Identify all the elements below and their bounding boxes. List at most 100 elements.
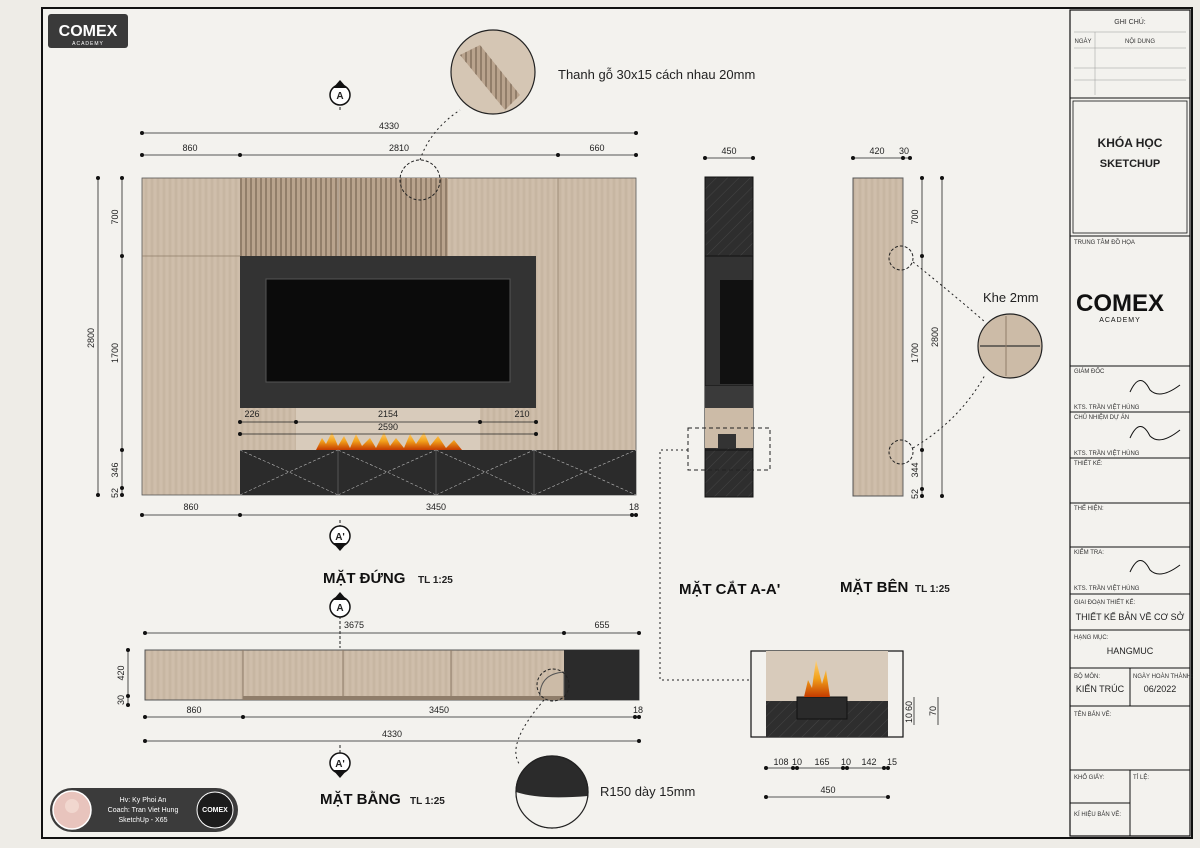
comex-logo-top: COMEX ACADEMY <box>48 14 128 48</box>
front-dimensions: 4330 860 2810 660 700 1700 346 52 2800 2… <box>86 121 639 517</box>
plan-marker-a-prime-label: A' <box>335 759 345 770</box>
dim-detail-165: 165 <box>814 757 829 767</box>
dim-front-top-total: 4330 <box>379 121 399 131</box>
plan-view <box>144 649 640 766</box>
plan-dimensions: 3675 655 420 30 860 3450 18 4330 <box>116 620 643 743</box>
side-elevation-scale: TL 1:25 <box>915 584 950 595</box>
dim-plan-655: 655 <box>594 620 609 630</box>
dim-front-226: 226 <box>244 409 259 419</box>
dim-side-344: 344 <box>910 462 920 477</box>
tb-hang-muc-value: HANGMUC <box>1107 646 1154 656</box>
dim-plan-18: 18 <box>633 705 643 715</box>
tb-bo-mon-value: KIẾN TRÚC <box>1076 684 1125 694</box>
signature-3 <box>1129 560 1181 575</box>
tb-kho-giay: KHỔ GIẤY: <box>1074 774 1105 781</box>
plan-title: MẶT BẰNG <box>320 790 401 808</box>
dim-front-left-1700: 1700 <box>110 343 120 363</box>
student-coach: Coach: Tran Viet Hung <box>108 807 179 814</box>
dim-side-52: 52 <box>910 489 920 499</box>
tb-logo-brand: COMEX <box>1076 290 1164 317</box>
dim-front-top-left: 860 <box>182 143 197 153</box>
tb-giai-doan-value: THIẾT KẾ BẢN VẼ CƠ SỞ <box>1076 611 1185 622</box>
dim-plan-30: 30 <box>116 695 126 705</box>
dim-front-bot-18: 18 <box>629 502 639 512</box>
tb-ngay-ht-value: 06/2022 <box>1144 684 1177 694</box>
tb-thiet-ke: THIẾT KẾ: <box>1074 460 1103 467</box>
logo-brand-text: COMEX <box>59 23 118 40</box>
tv-screen <box>265 278 511 383</box>
dim-plan-420: 420 <box>116 665 126 680</box>
dim-front-left-346: 346 <box>110 462 120 477</box>
slat-detail-callout: Thanh gỗ 30x15 cách nhau 20mm <box>399 29 755 201</box>
note-gap: Khe 2mm <box>983 290 1039 305</box>
dim-front-top-mid: 2810 <box>389 143 409 153</box>
dim-detail-15: 15 <box>887 757 897 767</box>
dim-front-2590: 2590 <box>378 422 398 432</box>
student-class: SketchUp - X65 <box>118 817 167 824</box>
logo-sub-text: ACADEMY <box>72 41 104 47</box>
section-marker-bottom-front: A' <box>329 520 351 551</box>
dim-plan-3450: 3450 <box>429 705 449 715</box>
dim-front-left-700: 700 <box>110 209 120 224</box>
title-block: GHI CHÚ: NGÀY NỘI DUNG KHÓA HỌC SKETCHUP… <box>1069 9 1193 837</box>
tb-ti-le: TỈ LỆ: <box>1133 773 1149 781</box>
tb-kts-2: KTS. TRẦN VIỆT HÙNG <box>1074 449 1140 457</box>
section-marker-top-plan: A <box>329 592 351 648</box>
dim-front-left-52: 52 <box>110 488 120 498</box>
dim-detail-70: 70 <box>928 706 938 716</box>
section-view <box>687 176 771 498</box>
section-marker-a-label: A <box>336 91 343 102</box>
dim-detail-10a: 10 <box>792 757 802 767</box>
side-elevation-title: MẶT BÊN <box>840 578 908 596</box>
tb-logo-sub: ACADEMY <box>1099 317 1141 324</box>
tb-ten-ban-ve: TÊN BẢN VẼ: <box>1074 710 1112 718</box>
signature-2 <box>1129 426 1181 441</box>
tb-hang-muc: HẠNG MỤC: <box>1074 635 1109 641</box>
tb-kts-3: KTS. TRẦN VIỆT HÙNG <box>1074 584 1140 592</box>
dim-front-bot-860: 860 <box>183 502 198 512</box>
dim-plan-3675: 3675 <box>344 620 364 630</box>
plan-marker-a-label: A <box>336 603 343 614</box>
dim-front-top-right: 660 <box>589 143 604 153</box>
dim-detail-142: 142 <box>861 757 876 767</box>
cabinet-base <box>240 450 636 495</box>
front-elevation <box>141 177 637 496</box>
dim-detail-108: 108 <box>773 757 788 767</box>
tb-chu-nhiem: CHỦ NHIỆM DỰ ÁN <box>1074 413 1129 421</box>
dim-side-30: 30 <box>899 146 909 156</box>
tb-ngay: NGÀY <box>1074 38 1091 45</box>
dim-front-bot-3450: 3450 <box>426 502 446 512</box>
student-name: Hv: Ky Phoi An <box>120 797 167 804</box>
plan-scale: TL 1:25 <box>410 796 445 807</box>
tb-noi-dung: NỘI DUNG <box>1125 38 1155 45</box>
section-title: MẶT CẮT A-A' <box>679 580 780 598</box>
tb-course-1: KHÓA HỌC <box>1098 135 1163 150</box>
tb-giam-doc: GIÁM ĐỐC <box>1074 368 1105 375</box>
tb-ghi-chu: GHI CHÚ: <box>1114 17 1146 26</box>
section-dimensions: 450 <box>703 146 755 160</box>
dim-side-700: 700 <box>910 209 920 224</box>
tb-kiem-tra: KIỂM TRA: <box>1074 549 1104 556</box>
section-marker-bottom-plan: A' <box>329 745 351 778</box>
tb-trung-tam: TRUNG TÂM ĐỒ HỌA <box>1074 239 1135 246</box>
student-badge: Hv: Ky Phoi An Coach: Tran Viet Hung Ske… <box>50 788 238 832</box>
tb-giai-doan: GIAI ĐOẠN THIẾT KẾ: <box>1074 599 1135 606</box>
tb-the-hien: THỂ HIỆN: <box>1074 504 1104 512</box>
tb-bo-mon: BỘ MÔN: <box>1074 673 1100 680</box>
section-marker-top-front: A <box>329 80 351 110</box>
dim-plan-total: 4330 <box>382 729 402 739</box>
front-elevation-scale: TL 1:25 <box>418 575 453 586</box>
section-marker-a-prime-label: A' <box>335 532 345 543</box>
dim-section-top: 450 <box>721 146 736 156</box>
dim-detail-60: 60 <box>904 701 914 711</box>
dim-side-420: 420 <box>869 146 884 156</box>
dim-detail-total: 450 <box>820 785 835 795</box>
dim-front-2154: 2154 <box>378 409 398 419</box>
tb-ki-hieu: KÍ HIỆU BẢN VẼ: <box>1074 810 1121 818</box>
fireplace-detail-dimensions: 108 10 165 10 142 15 450 60 10 70 <box>764 697 939 799</box>
dim-detail-10: 10 <box>904 713 914 723</box>
dim-side-2800: 2800 <box>930 327 940 347</box>
dim-front-210: 210 <box>514 409 529 419</box>
badge-logo-text: COMEX <box>202 807 228 814</box>
